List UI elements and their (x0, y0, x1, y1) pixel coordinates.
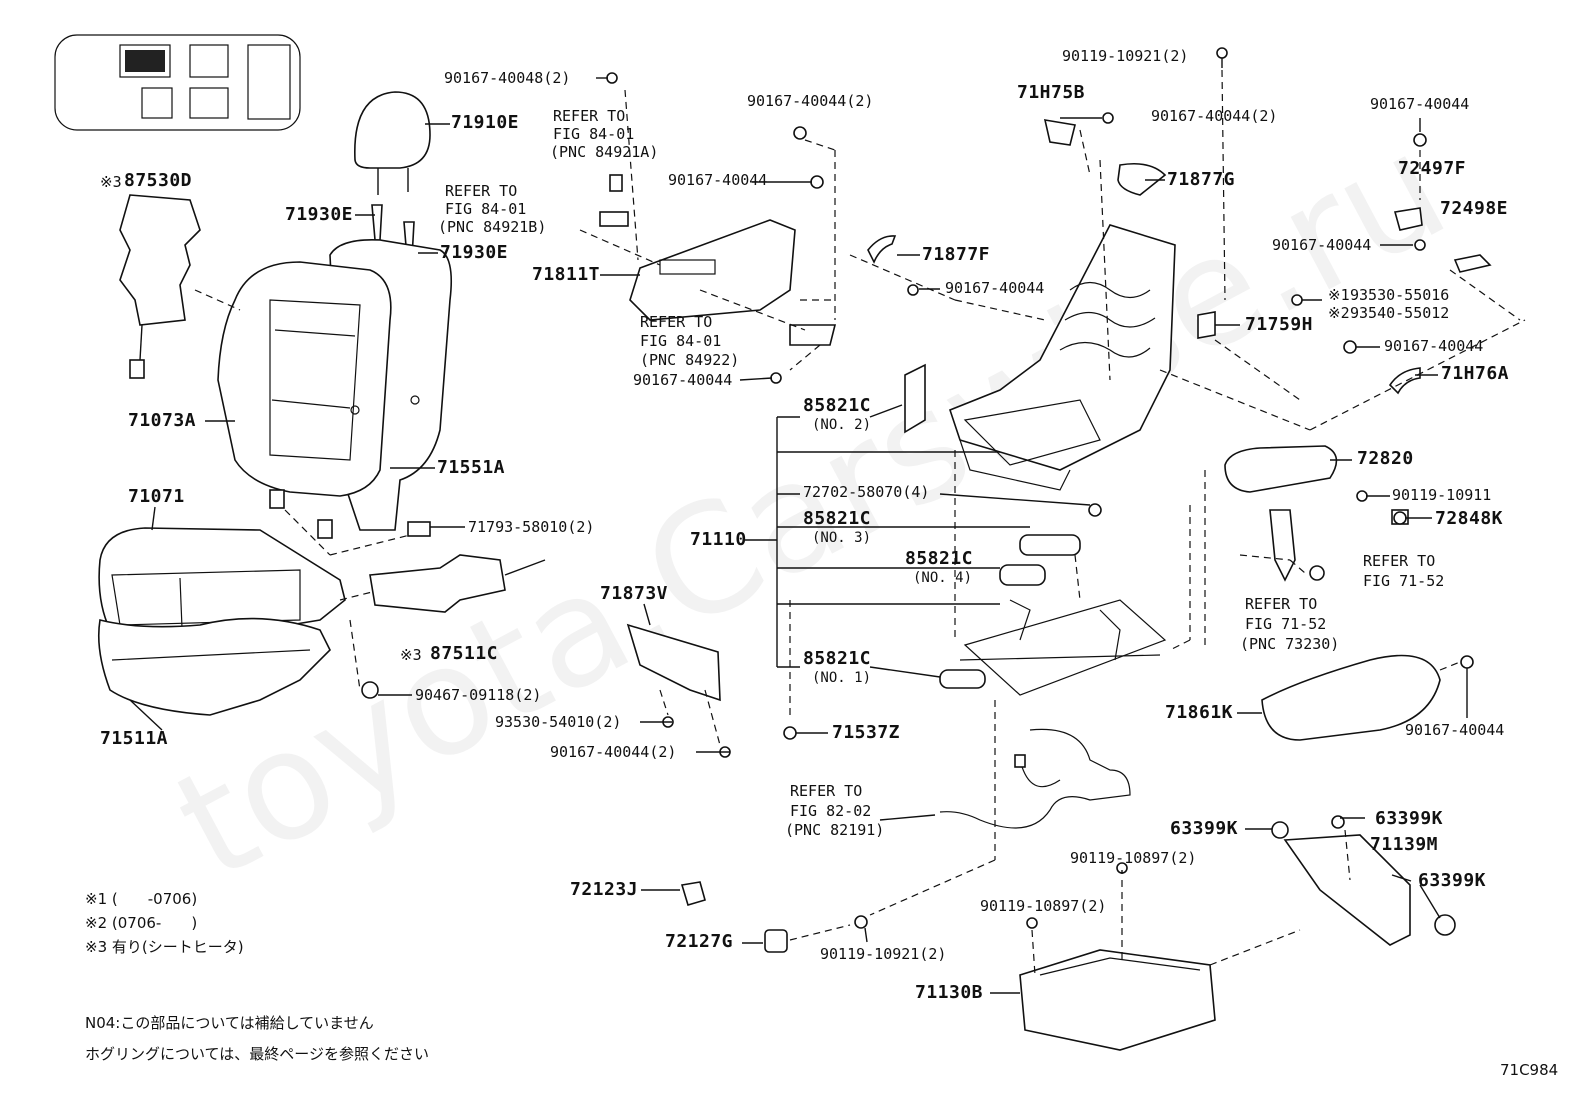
label-72497F: 72497F (1398, 158, 1467, 179)
ref4-line1: REFER TO (1363, 552, 1436, 570)
label-72702-58070: 72702-58070(4) (803, 483, 930, 501)
label-71537Z: 71537Z (832, 722, 901, 743)
label-90167-40044-c: 90167-40044 (633, 371, 733, 389)
ref5-line1: REFER TO (1245, 595, 1318, 613)
ref3-line3: (PNC 84922) (640, 351, 740, 369)
label-90167-40044-f: 90167-40044 (1370, 95, 1470, 113)
ref5-line3: (PNC 73230) (1240, 635, 1340, 653)
label-90119-10897-a: 90119-10897(2) (1070, 849, 1197, 867)
mark-93530-55016: ※1 (1328, 286, 1350, 304)
ref4-line2: FIG 71-52 (1363, 572, 1445, 590)
label-71910E: 71910E (451, 112, 520, 133)
label-71877F: 71877F (922, 244, 991, 265)
label-72498E: 72498E (1440, 198, 1509, 219)
ref6-line1: REFER TO (790, 782, 863, 800)
seatback-drawing (217, 238, 453, 539)
label-63399K-a: 63399K (1170, 818, 1239, 839)
ref2-line1: REFER TO (445, 182, 518, 200)
ref2-line2: FIG 84-01 (445, 200, 527, 218)
label-71551A: 71551A (437, 457, 506, 478)
label-90119-10911: 90119-10911 (1392, 486, 1492, 504)
ref1-line1: REFER TO (553, 107, 626, 125)
note-5: ホグリングについては、最終ページを参照ください (85, 1045, 429, 1063)
ref2-line3: (PNC 84921B) (438, 218, 547, 236)
label-85821C-no2: 85821C (803, 395, 872, 416)
ref1-line3: (PNC 84921A) (550, 143, 659, 161)
label-90167-40044-d: 90167-40044(2) (1151, 107, 1278, 125)
label-90119-10921-b: 90119-10921(2) (820, 945, 947, 963)
label-72123J: 72123J (570, 879, 639, 900)
ref1-line2: FIG 84-01 (553, 125, 635, 143)
label-93530-54010: 93530-54010(2) (495, 713, 622, 731)
label-90119-10897-b: 90119-10897(2) (980, 897, 1107, 915)
label-87530D: 87530D (124, 170, 193, 191)
label-71071: 71071 (128, 486, 185, 507)
label-85821C-no3: 85821C (803, 508, 872, 529)
label-85821C-no1-sub: (NO. 1) (812, 670, 872, 686)
ref6-line2: FIG 82-02 (790, 802, 872, 820)
note-3: ※3 有り(シートヒータ) (85, 938, 244, 956)
cushion-drawing (97, 527, 346, 716)
label-71873V: 71873V (600, 583, 669, 604)
label-93540-55012: 93540-55012 (1350, 304, 1450, 322)
label-85821C-no3-sub: (NO. 3) (812, 530, 872, 546)
label-72848K: 72848K (1435, 508, 1504, 529)
dashed-lines (194, 69, 1526, 976)
label-90467-09118: 90467-09118(2) (415, 686, 542, 704)
label-85821C-no4: 85821C (905, 548, 974, 569)
note-4: N04:この部品については補給していません (85, 1014, 374, 1032)
label-71139M: 71139M (1370, 834, 1439, 855)
label-71073A: 71073A (128, 410, 197, 431)
label-90167-40044-b: 90167-40044 (668, 171, 768, 189)
label-71110: 71110 (690, 529, 747, 550)
label-93530-55016: 93530-55016 (1350, 286, 1450, 304)
mark-87530D: ※3 (100, 173, 122, 191)
note-1: ※1 ( -0706) (85, 890, 198, 908)
label-71861K: 71861K (1165, 702, 1234, 723)
mark-93540-55012: ※2 (1328, 304, 1350, 322)
ref3-line1: REFER TO (640, 313, 713, 331)
label-90167-40044-g: 90167-40044 (1272, 236, 1372, 254)
seat-location-thumbnail (54, 34, 301, 131)
label-72127G: 72127G (665, 931, 734, 952)
label-90167-40044-h: 90167-40044 (1384, 337, 1484, 355)
label-90167-40044-e: 90167-40044 (945, 279, 1045, 297)
label-87511C: 87511C (430, 643, 499, 664)
label-90167-40044-a: 90167-40044(2) (747, 92, 874, 110)
label-71H76A: 71H76A (1441, 363, 1510, 384)
mark-87511C: ※3 (400, 646, 422, 664)
label-90119-10921-top: 90119-10921(2) (1062, 47, 1189, 65)
fasteners (606, 47, 1474, 929)
label-71793-58010: 71793-58010(2) (468, 518, 595, 536)
ref3-line2: FIG 84-01 (640, 332, 722, 350)
label-63399K-b: 63399K (1375, 808, 1444, 829)
label-71H75B: 71H75B (1017, 82, 1086, 103)
label-90167-40044-i: 90167-40044(2) (550, 743, 677, 761)
label-63399K-c: 63399K (1418, 870, 1487, 891)
ref6-line3: (PNC 82191) (785, 821, 885, 839)
label-85821C-no1: 85821C (803, 648, 872, 669)
label-71811T: 71811T (532, 264, 601, 285)
label-72820: 72820 (1357, 448, 1414, 469)
label-71130B: 71130B (915, 982, 984, 1003)
label-71930E-a: 71930E (285, 204, 354, 225)
label-85821C-no2-sub: (NO. 2) (812, 417, 872, 433)
note-2: ※2 (0706- ) (85, 914, 198, 932)
label-71930E-b: 71930E (440, 242, 509, 263)
seat-frame-drawing (949, 224, 1176, 491)
label-71511A: 71511A (100, 728, 169, 749)
headrest-drawing (354, 91, 431, 195)
figure-id: 71C984 (1500, 1061, 1559, 1079)
ref5-line2: FIG 71-52 (1245, 615, 1327, 633)
label-90167-40044-j: 90167-40044 (1405, 721, 1505, 739)
label-71877G: 71877G (1167, 169, 1236, 190)
label-85821C-no4-sub: (NO. 4) (913, 570, 973, 586)
label-71759H: 71759H (1245, 314, 1314, 335)
label-90167-40048: 90167-40048(2) (444, 69, 571, 87)
